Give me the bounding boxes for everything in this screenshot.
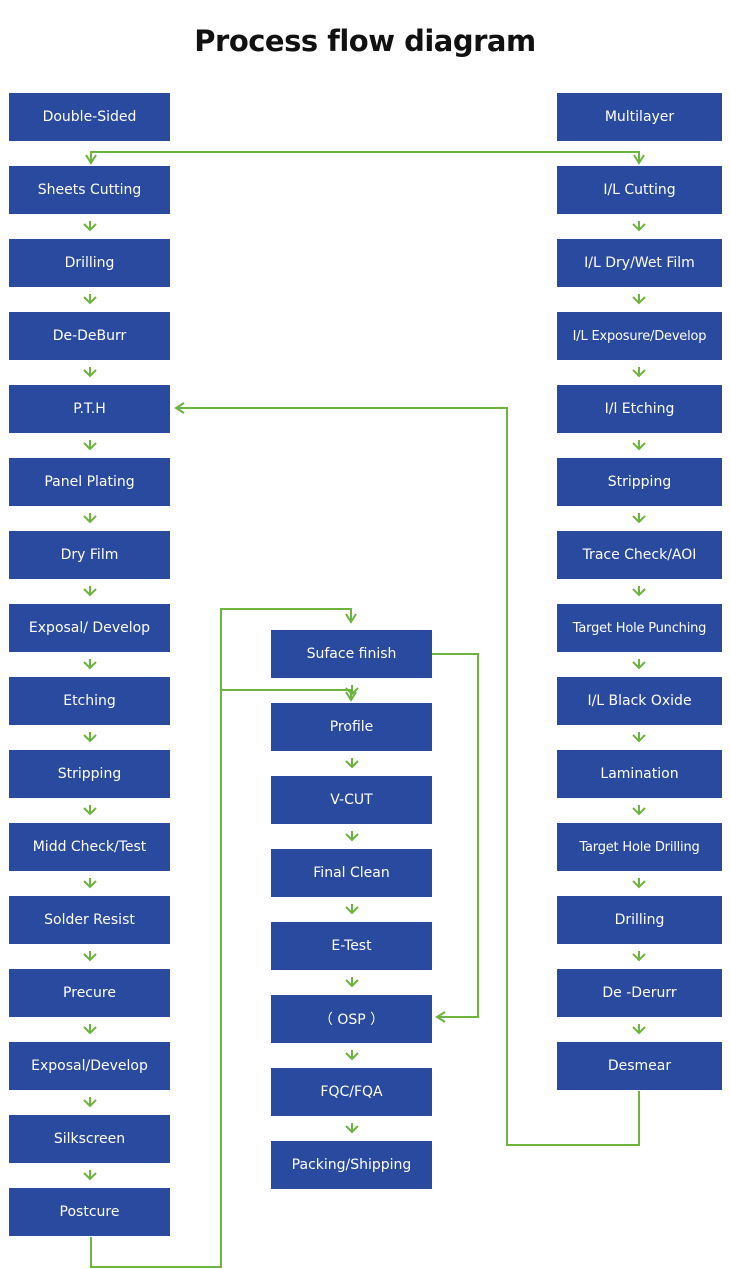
arrow-middle-1: [345, 758, 359, 769]
arrow-left-6: [83, 586, 97, 597]
step-middle-v-cut: V-CUT: [271, 776, 432, 824]
step-right-lamination: Lamination: [557, 750, 722, 798]
step-right-i-l-black-oxide: I/L Black Oxide: [557, 677, 722, 725]
connector-surface-finish-to-osp: [432, 653, 479, 1023]
step-right-de-derurr: De -Derurr: [557, 969, 722, 1017]
step-right-trace-check-aoi: Trace Check/AOI: [557, 531, 722, 579]
arrow-right-7: [632, 659, 646, 670]
step-right-drilling: Drilling: [557, 896, 722, 944]
step-left-exposal-develop: Exposal/Develop: [9, 1042, 170, 1090]
connector-postcure-to-surface-finish: [90, 608, 357, 1268]
step-right-i-l-dry-wet-film: I/L Dry/Wet Film: [557, 239, 722, 287]
step-left-panel-plating: Panel Plating: [9, 458, 170, 506]
step-left-double-sided: Double-Sided: [9, 93, 170, 141]
arrow-left-8: [83, 732, 97, 743]
step-middle-fqc-fqa: FQC/FQA: [271, 1068, 432, 1116]
arrow-middle-3: [345, 904, 359, 915]
step-right-i-l-etching: I/l Etching: [557, 385, 722, 433]
step-middle-final-clean: Final Clean: [271, 849, 432, 897]
arrow-right-1: [632, 221, 646, 232]
arrow-middle-6: [345, 1123, 359, 1134]
arrow-middle-2: [345, 831, 359, 842]
arrow-middle-4: [345, 977, 359, 988]
step-left-drilling: Drilling: [9, 239, 170, 287]
arrow-right-8: [632, 732, 646, 743]
arrow-right-4: [632, 440, 646, 451]
arrow-right-5: [632, 513, 646, 524]
step-left-dry-film: Dry Film: [9, 531, 170, 579]
arrow-left-14: [83, 1170, 97, 1181]
step-middle-packing-shipping: Packing/Shipping: [271, 1141, 432, 1189]
connector-branch-to-profile: [221, 689, 357, 702]
connector-desmear-to-pth: [174, 402, 640, 1146]
step-left-p-t-h: P.T.H: [9, 385, 170, 433]
arrow-left-1: [83, 221, 97, 232]
step-left-sheets-cutting: Sheets Cutting: [9, 166, 170, 214]
down-arrows: [83, 221, 646, 1181]
arrow-left-2: [83, 294, 97, 305]
arrow-right-6: [632, 586, 646, 597]
step-middle-osp: （ OSP ）: [271, 995, 432, 1043]
arrow-right-10: [632, 878, 646, 889]
step-left-solder-resist: Solder Resist: [9, 896, 170, 944]
arrow-right-11: [632, 951, 646, 962]
step-left-de-deburr: De-DeBurr: [9, 312, 170, 360]
arrow-right-2: [632, 294, 646, 305]
step-right-desmear: Desmear: [557, 1042, 722, 1090]
arrow-left-9: [83, 805, 97, 816]
step-left-midd-check-test: Midd Check/Test: [9, 823, 170, 871]
arrow-right-3: [632, 367, 646, 378]
arrow-left-13: [83, 1097, 97, 1108]
step-right-multilayer: Multilayer: [557, 93, 722, 141]
arrow-middle-5: [345, 1050, 359, 1061]
step-middle-profile: Profile: [271, 703, 432, 751]
step-left-stripping: Stripping: [9, 750, 170, 798]
step-right-target-hole-drilling: Target Hole Drilling: [557, 823, 722, 871]
step-middle-e-test: E-Test: [271, 922, 432, 970]
step-right-i-l-exposure-develop: I/L Exposure/Develop: [557, 312, 722, 360]
arrow-left-3: [83, 367, 97, 378]
step-left-etching: Etching: [9, 677, 170, 725]
step-left-silkscreen: Silkscreen: [9, 1115, 170, 1163]
diagram-title: Process flow diagram: [194, 24, 536, 58]
arrow-left-7: [83, 659, 97, 670]
step-right-target-hole-punching: Target Hole Punching: [557, 604, 722, 652]
flow-connectors: [85, 151, 645, 1268]
arrow-left-10: [83, 878, 97, 889]
step-middle-suface-finish: Suface finish: [271, 630, 432, 678]
arrow-right-9: [632, 805, 646, 816]
arrow-left-11: [83, 951, 97, 962]
step-right-stripping: Stripping: [557, 458, 722, 506]
arrow-right-12: [632, 1024, 646, 1035]
connector-sides-join: [90, 151, 640, 163]
arrow-left-4: [83, 440, 97, 451]
arrow-left-5: [83, 513, 97, 524]
step-left-exposal-develop: Exposal/ Develop: [9, 604, 170, 652]
step-right-i-l-cutting: I/L Cutting: [557, 166, 722, 214]
step-left-precure: Precure: [9, 969, 170, 1017]
arrow-left-12: [83, 1024, 97, 1035]
step-left-postcure: Postcure: [9, 1188, 170, 1236]
